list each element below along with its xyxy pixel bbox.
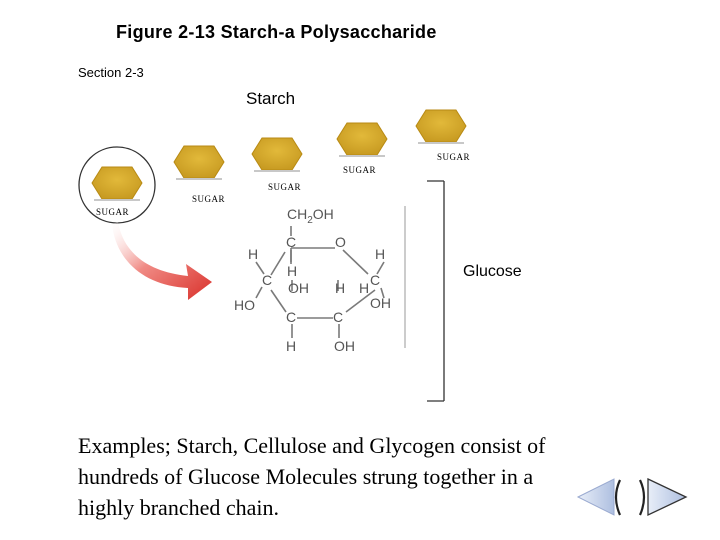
sugar-hexagon [91,166,143,200]
atom-label: C [370,272,380,288]
curved-arrow-icon [112,222,212,300]
glucose-structure: CH2OH H C O H C H H C OH H OH HO C C H O… [234,206,391,354]
atom-label: CH2OH [287,206,334,226]
sugar-label: SUGAR [96,207,129,217]
atom-label: O [335,234,346,250]
glucose-bracket [427,180,445,402]
section-label: Section 2-3 [78,65,144,80]
atom-label: OH [334,338,355,354]
atom-label: C [262,272,272,288]
sugar-hexagon [251,137,303,171]
atom-label: HO [234,297,255,313]
atom-label: H [359,280,369,296]
glucose-label: Glucose [463,263,522,280]
atom-label: H [335,280,345,296]
sugar-hexagon [173,145,225,179]
caption-text: Examples; Starch, Cellulose and Glycogen… [78,433,546,520]
navigation-controls [576,477,688,517]
hexagon-chain [91,109,467,201]
sugar-hexagon [336,122,388,156]
atom-label: OH [288,280,309,296]
atom-label: C [286,234,296,250]
figure-title: Figure 2-13 Starch-a Polysaccharide [116,22,437,42]
atom-label: H [286,338,296,354]
atom-label: H [248,246,258,262]
atom-label: C [333,309,343,325]
sugar-label: SUGAR [343,165,376,175]
sugar-hexagon [415,109,467,143]
sugar-label: SUGAR [192,194,225,204]
sugar-label: SUGAR [268,182,301,192]
atom-label: C [286,309,296,325]
back-arrow-icon[interactable] [576,478,622,516]
sugar-label: SUGAR [437,152,470,162]
atom-label: H [287,263,297,279]
atom-label: OH [370,295,391,311]
starch-label: Starch [246,89,296,108]
atom-label: H [375,246,385,262]
forward-arrow-icon[interactable] [638,477,688,517]
